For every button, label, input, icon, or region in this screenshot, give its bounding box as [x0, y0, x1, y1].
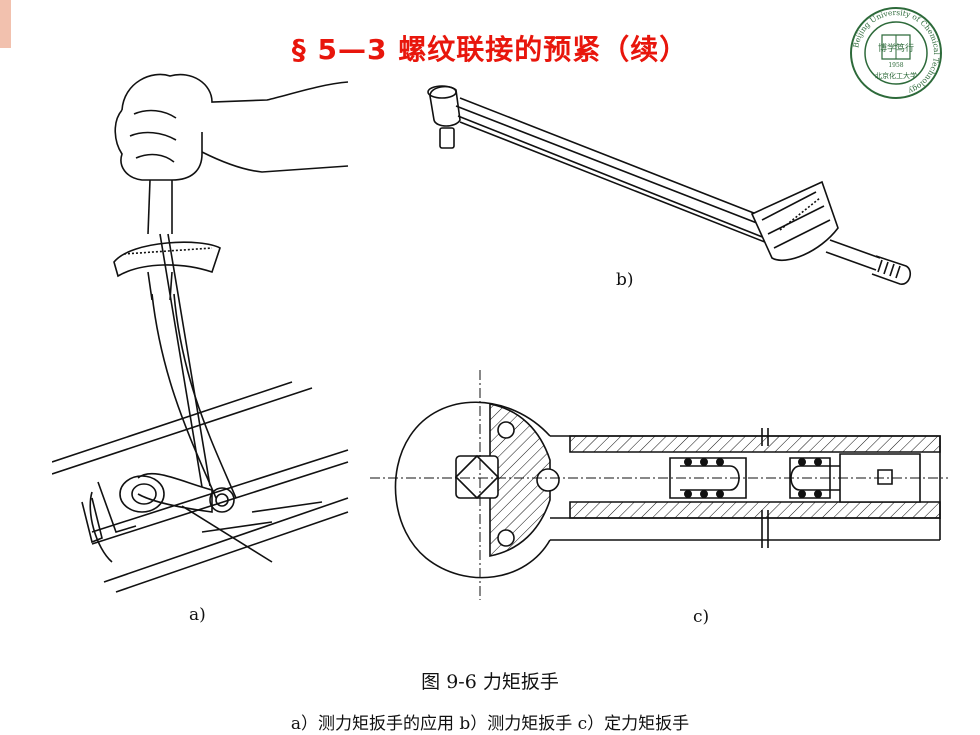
logo-year: 1958 [888, 62, 903, 69]
figure-c-drawing [370, 370, 950, 605]
logo-center-text: 博学笃行 [878, 42, 914, 54]
figure-subcaption: a）测力矩扳手的应用 b）测力矩扳手 c）定力矩扳手 [290, 714, 690, 734]
figure-b-drawing [420, 80, 920, 290]
university-logo: Beijing University of Chemical Technolog… [848, 5, 944, 101]
figure-caption: 图 9-6 力矩扳手 [421, 671, 559, 693]
figure-b-label: b) [616, 270, 634, 290]
figure-c-label: c) [693, 607, 710, 627]
figure-a-label: a) [189, 605, 206, 625]
logo-bottom-text: 北京化工大学 [875, 71, 917, 80]
slide-title: § 5—3 螺纹联接的预紧（续） [291, 33, 689, 66]
accent-bar [0, 0, 11, 48]
figure-a-drawing [52, 62, 350, 600]
